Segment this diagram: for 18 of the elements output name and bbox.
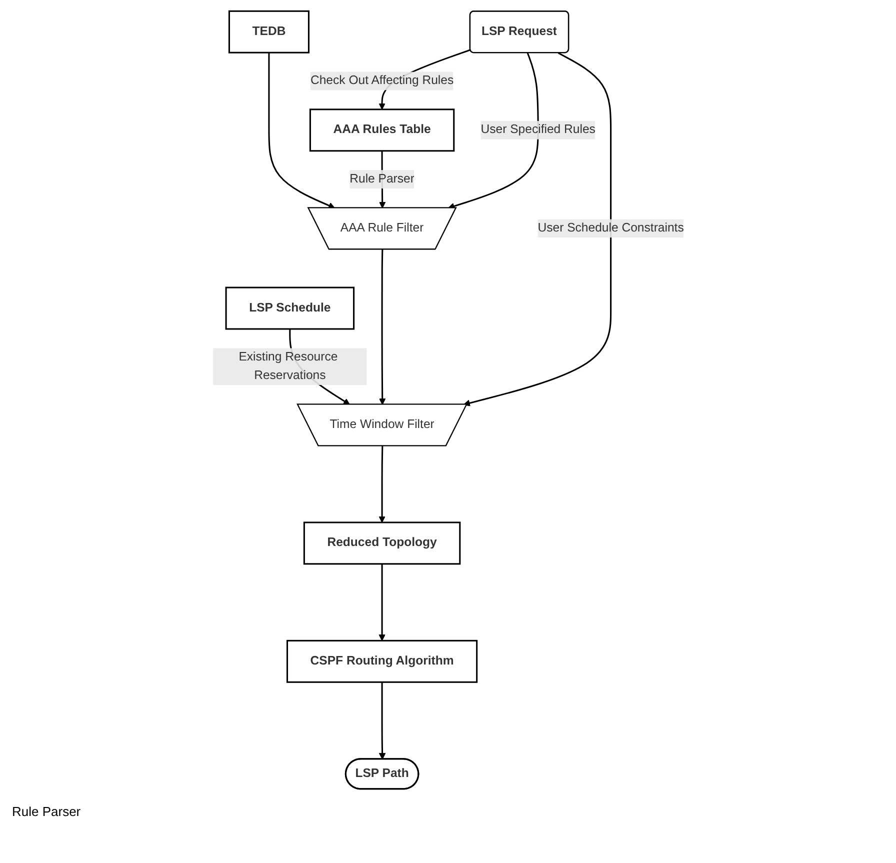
edge-label: Existing Resource Reservations xyxy=(238,350,338,382)
arrow xyxy=(462,52,612,406)
arrow xyxy=(447,52,538,210)
edge-label: Rule Parser xyxy=(349,172,414,186)
node-box: Reduced Topology xyxy=(302,522,460,565)
note-text: Rule Parser xyxy=(12,804,82,819)
node-box: CSPF Routing Algorithm xyxy=(286,640,478,683)
node-box: LSP Schedule xyxy=(224,286,354,330)
arrow xyxy=(378,446,385,523)
arrow xyxy=(378,250,386,405)
node-box: TEDB xyxy=(228,10,309,54)
arrow xyxy=(268,52,335,209)
edge-label: User Schedule Constraints xyxy=(537,221,684,235)
arrow xyxy=(378,682,386,760)
edge-label: User Specified Rules xyxy=(480,123,595,136)
edge-label: Check Out Affecting Rules xyxy=(310,74,454,88)
arrow xyxy=(378,564,385,641)
node-box: AAA Rules Table xyxy=(308,108,454,152)
